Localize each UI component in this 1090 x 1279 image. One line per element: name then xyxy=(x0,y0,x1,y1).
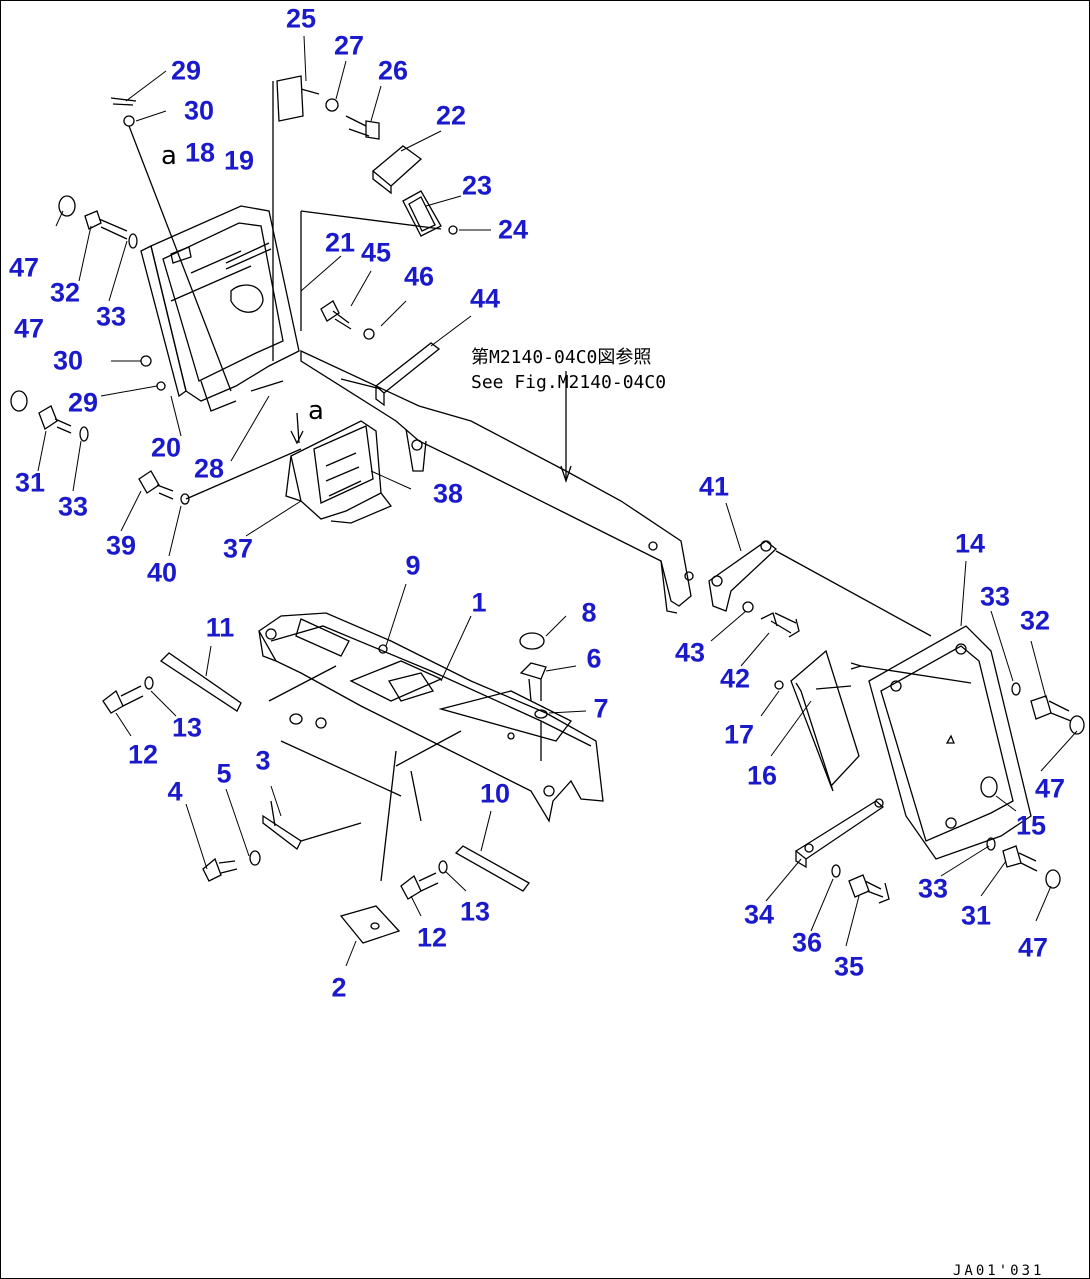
callout-33: 33 xyxy=(917,873,949,904)
callout-29: 29 xyxy=(67,387,99,418)
callout-9: 9 xyxy=(405,550,421,581)
callout-30: 30 xyxy=(183,95,215,126)
callout-47: 47 xyxy=(8,252,40,283)
left-fasteners xyxy=(10,97,302,505)
callout-26: 26 xyxy=(377,55,409,86)
callout-14: 14 xyxy=(954,528,986,559)
callout-18: 18 xyxy=(184,137,216,168)
callout-31: 31 xyxy=(960,900,992,931)
view-marker-a: a xyxy=(161,141,177,171)
callout-24: 24 xyxy=(497,214,529,245)
callout-17: 17 xyxy=(723,719,755,750)
callout-34: 34 xyxy=(743,899,775,930)
callout-44: 44 xyxy=(469,283,501,314)
callout-28: 28 xyxy=(193,453,225,484)
callout-22: 22 xyxy=(435,100,467,131)
callout-20: 20 xyxy=(150,432,182,463)
right-fasteners xyxy=(794,682,1085,904)
parts-2-5 xyxy=(202,800,401,944)
callout-15: 15 xyxy=(1015,810,1047,841)
callout-10: 10 xyxy=(479,778,511,809)
callout-12: 12 xyxy=(416,922,448,953)
leader-lines xyxy=(37,35,1078,967)
callout-12: 12 xyxy=(127,739,159,770)
callout-47: 47 xyxy=(1034,773,1066,804)
callout-8: 8 xyxy=(581,597,597,628)
callout-40: 40 xyxy=(146,557,178,588)
callout-41: 41 xyxy=(698,471,730,502)
callout-47: 47 xyxy=(13,313,45,344)
base-frame-1 xyxy=(258,612,604,882)
callout-33: 33 xyxy=(979,581,1011,612)
drawing-code: JA01'031 xyxy=(953,1263,1045,1279)
callout-13: 13 xyxy=(459,896,491,927)
callout-43: 43 xyxy=(674,637,706,668)
panel-14 xyxy=(850,625,1032,860)
callout-42: 42 xyxy=(719,663,751,694)
callout-35: 35 xyxy=(833,951,865,982)
callout-32: 32 xyxy=(1019,605,1051,636)
callout-33: 33 xyxy=(95,301,127,332)
reference-note-en: See Fig.M2140-04C0 xyxy=(471,372,667,393)
callout-4: 4 xyxy=(167,776,183,807)
bracket-44 xyxy=(340,342,441,407)
bolt-45-group xyxy=(320,300,375,340)
callout-46: 46 xyxy=(403,261,435,292)
frame-assembly xyxy=(140,205,300,412)
callout-6: 6 xyxy=(586,643,602,674)
long-beam xyxy=(300,349,694,614)
cover-16 xyxy=(774,649,860,792)
callout-39: 39 xyxy=(105,530,137,561)
callout-2: 2 xyxy=(331,972,347,1003)
parts-11-13 xyxy=(102,652,530,900)
callout-31: 31 xyxy=(14,467,46,498)
pads-22-23 xyxy=(300,145,458,331)
reference-note-jp: 第M2140-04C0図参照 xyxy=(471,347,652,368)
callout-5: 5 xyxy=(216,758,232,789)
callout-3: 3 xyxy=(255,745,271,776)
callout-1: 1 xyxy=(471,587,487,618)
callout-33: 33 xyxy=(57,491,89,522)
callout-45: 45 xyxy=(360,237,392,268)
callout-16: 16 xyxy=(746,760,778,791)
callout-19: 19 xyxy=(223,145,255,176)
callout-36: 36 xyxy=(791,927,823,958)
plate-25-group xyxy=(272,75,380,361)
view-marker-a: a xyxy=(308,396,324,426)
callout-47: 47 xyxy=(1017,932,1049,963)
bracket-41-group xyxy=(708,540,932,638)
callout-37: 37 xyxy=(222,533,254,564)
callout-7: 7 xyxy=(593,693,609,724)
callout-13: 13 xyxy=(171,712,203,743)
callout-11: 11 xyxy=(205,612,235,643)
callout-23: 23 xyxy=(461,170,493,201)
callout-21: 21 xyxy=(324,227,356,258)
callout-32: 32 xyxy=(49,277,81,308)
callout-30: 30 xyxy=(52,345,84,376)
callout-38: 38 xyxy=(432,478,464,509)
callout-29: 29 xyxy=(170,55,202,86)
callout-25: 25 xyxy=(285,3,317,34)
callout-27: 27 xyxy=(333,30,365,61)
box-37-38 xyxy=(285,412,393,524)
parts-6-9 xyxy=(378,632,548,761)
